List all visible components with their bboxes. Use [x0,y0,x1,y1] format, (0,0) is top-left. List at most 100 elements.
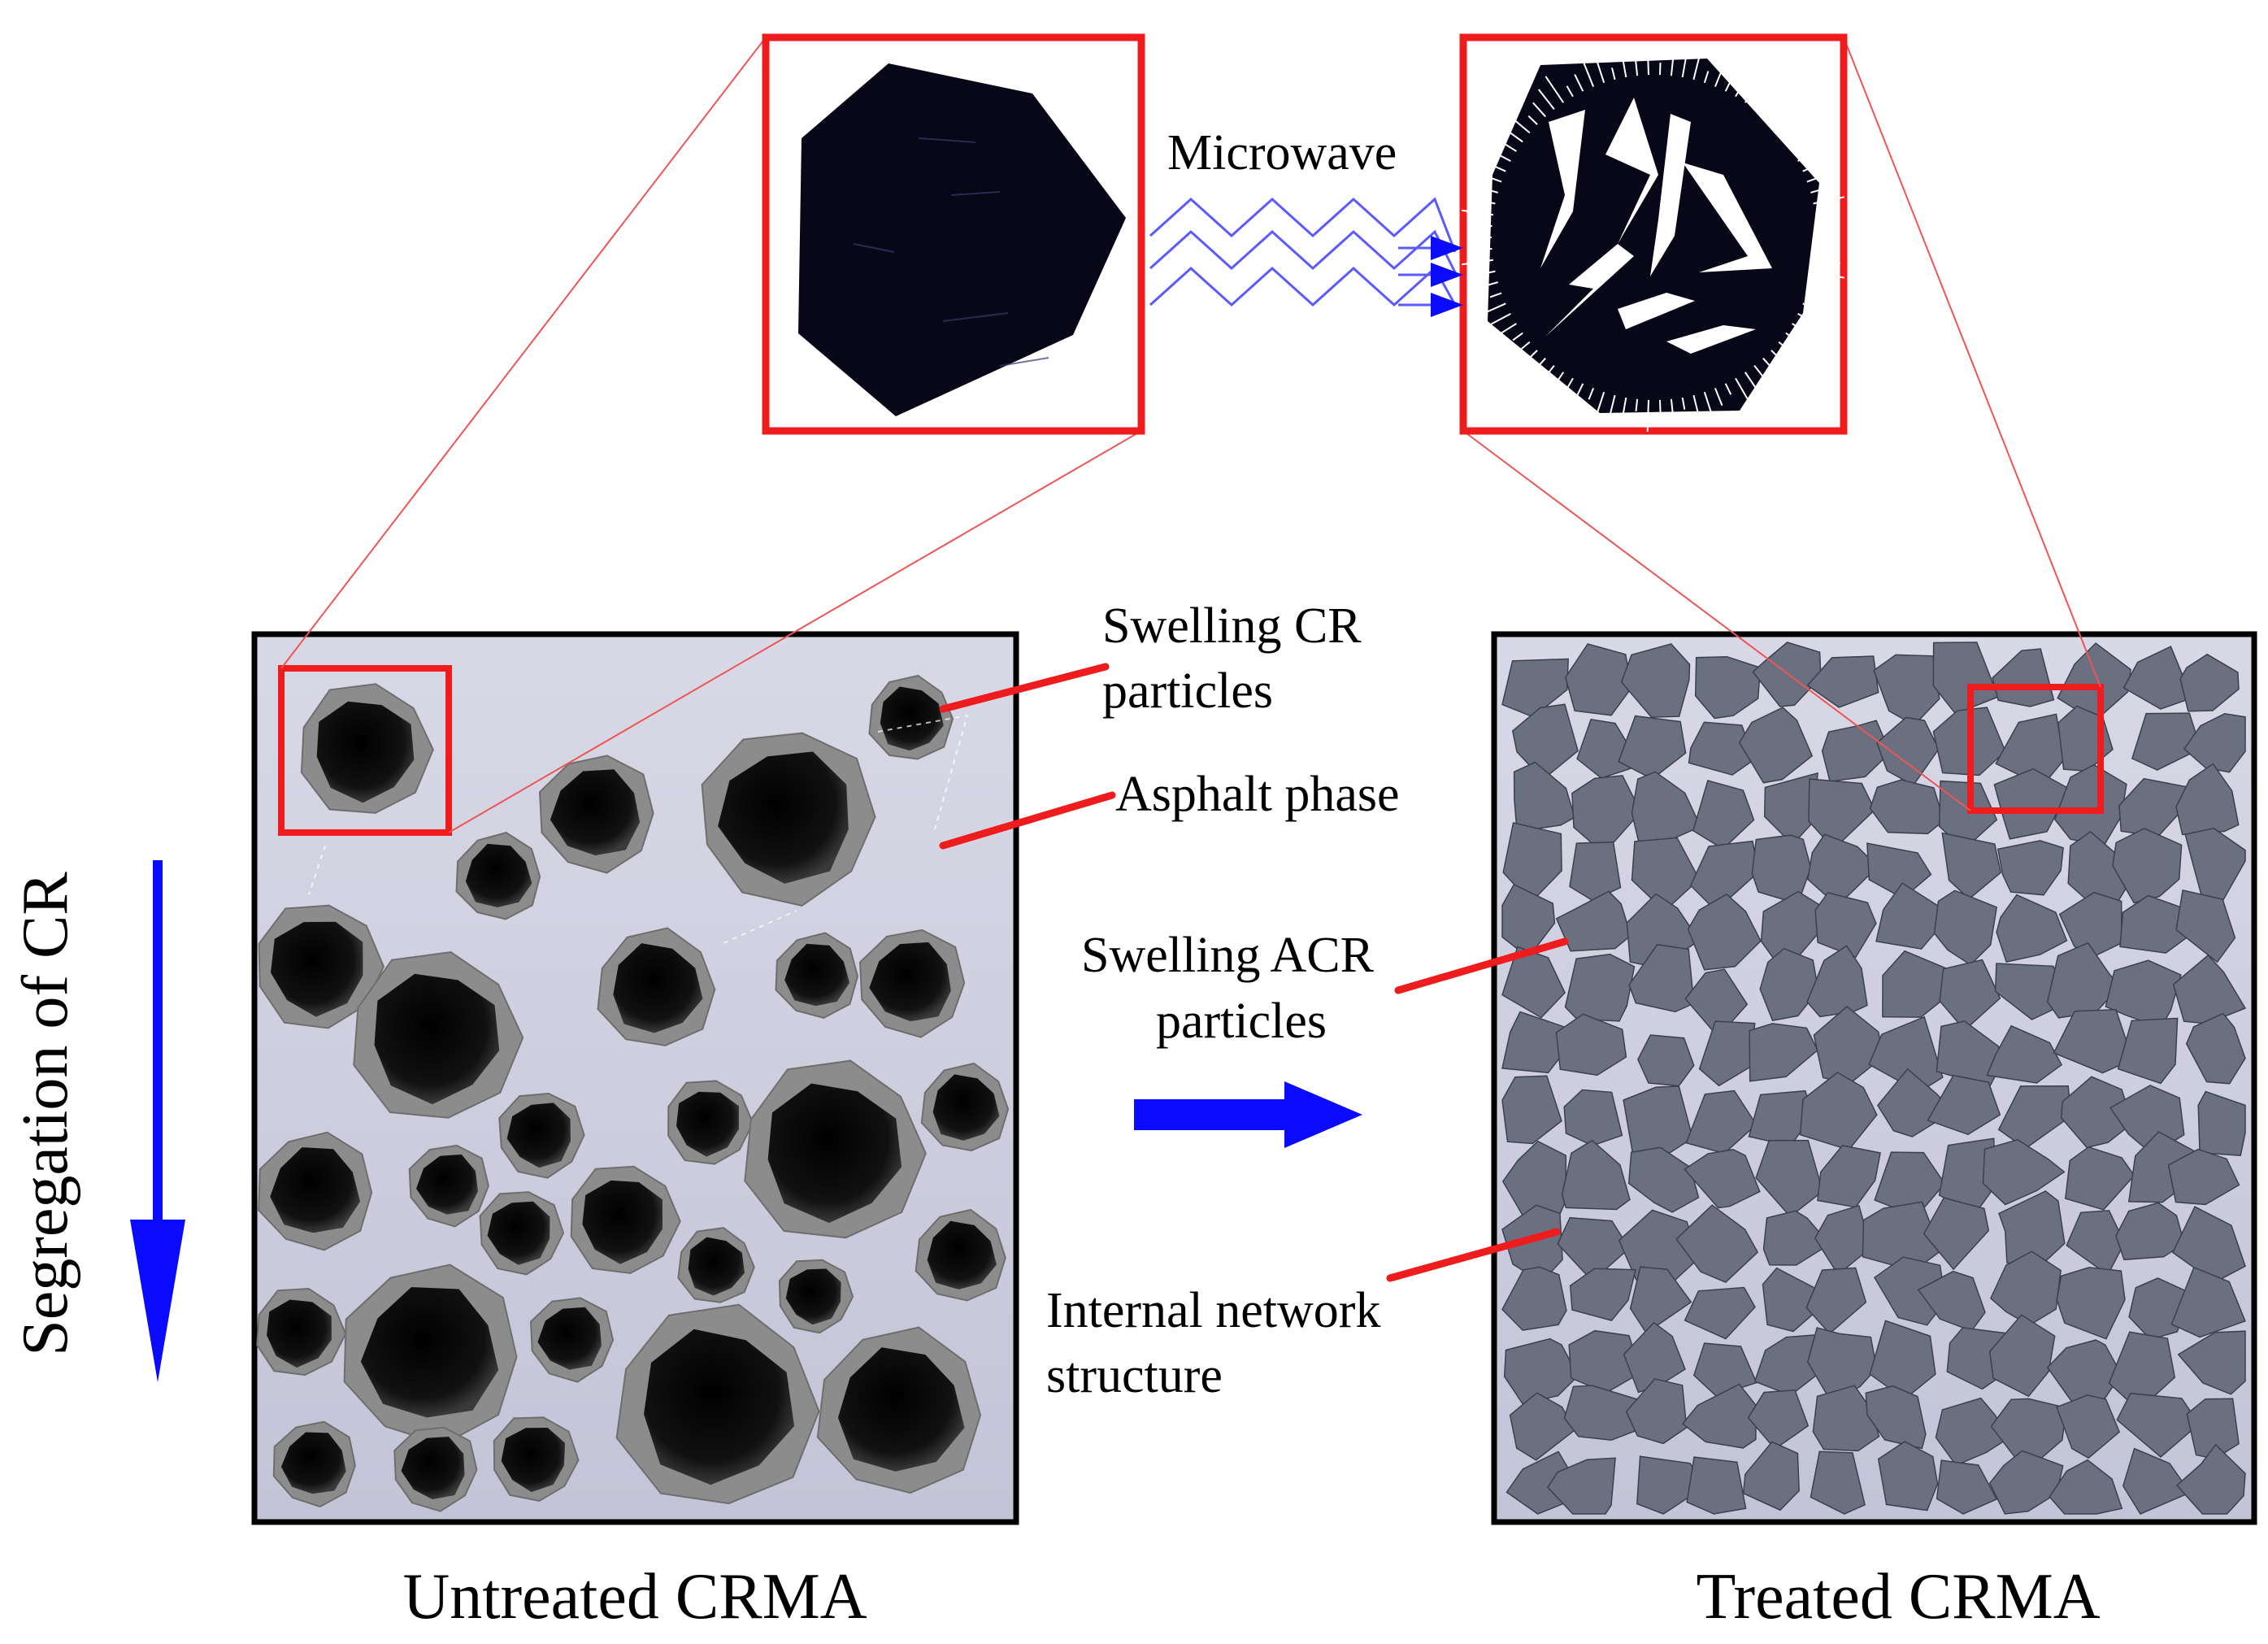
fiber-edge [1785,332,1801,345]
left-zoom-box [278,665,452,836]
fiber-edge [1608,394,1616,420]
acr-fragment [1625,1378,1688,1445]
swelling-acr-label-line1: Swelling ACR [1081,928,1375,983]
acr-fragment [1923,1197,1990,1271]
internal-network-label-line2: structure [1046,1348,1223,1403]
acr-fragment [2177,1330,2246,1395]
treated-acr-particle [1462,43,1845,432]
cr-core [267,1299,332,1368]
acr-fragment [1742,1441,1800,1511]
fiber-edge [1814,212,1828,216]
fiber-edge [1633,50,1639,76]
cr-core [644,1329,795,1485]
acr-fragment [1509,1392,1575,1461]
microwave-waves [1149,197,1457,307]
acr-fragment [1620,643,1691,718]
faint-network-lines [308,714,969,944]
untreated-caption: Untreated CRMA [402,1561,867,1633]
cr-core [360,1287,499,1418]
acr-fragment [1681,1383,1757,1449]
crack [1650,114,1691,276]
acr-fragment [1992,648,2055,707]
fiber-edge [1505,341,1531,363]
cr-core [688,1237,745,1296]
acr-fragment [1941,832,2002,900]
cr-core [316,701,415,803]
acr-fragment [1694,655,1762,720]
fiber-edge [1593,391,1605,423]
fiber-edge [1622,397,1627,416]
acr-fragment [1555,1013,1627,1076]
crack [1545,244,1634,337]
cr-core [869,942,951,1022]
fiber-edge [1476,302,1506,318]
fiber-edge [1483,200,1496,205]
fiber-edge [1489,292,1502,298]
fiber-edge [1466,223,1492,227]
fiber-edge [1545,76,1565,103]
fiber-edge [1499,154,1511,162]
acr-fragment [1759,947,1819,1021]
swelling-acr-fragments [1501,642,2247,1515]
fiber-edge [1532,357,1546,373]
acr-fragment [1564,953,1636,1022]
fiber-edge [1574,74,1584,92]
acr-fragment [1935,1397,2009,1467]
fiber-edge [1500,140,1517,152]
fiber-edge [1792,323,1803,331]
fiber-edge [1744,372,1761,394]
fiber-edge [1545,372,1565,399]
acr-fragment [1688,721,1755,776]
fiber-edge [1714,68,1723,87]
acr-fragment [1762,1210,1831,1266]
fiber-edge [1574,383,1584,401]
crack [1618,293,1695,329]
acr-fragment [1986,1024,2063,1084]
acr-fragment [2175,889,2236,963]
swelling-acr-label-line2: particles [1156,994,1327,1049]
fiber-edge [1810,185,1836,194]
acr-fragment [1684,1149,1761,1209]
fiber-edge [1593,52,1605,84]
crack [1605,98,1658,244]
fiber-edge [1462,259,1494,266]
fiber-edge [1744,92,1753,103]
acr-fragment [1738,707,1814,784]
acr-fragment [1988,1450,2064,1515]
cr-core [880,686,944,751]
fiber-edge [1797,313,1827,330]
acr-fragment [2060,1076,2133,1149]
acr-fragment [2185,1012,2246,1085]
acr-fragment [1762,1267,1828,1333]
acr-fragment [1933,889,1998,966]
acr-fragment [1569,841,1622,902]
cr-core [374,973,500,1105]
fiber-edge [1810,281,1823,287]
fiber-edge [1735,68,1753,98]
fiber-edge [1724,383,1732,395]
fiber-edge [1622,59,1627,78]
acr-fragment [1563,1385,1640,1441]
acr-fragment [2056,1394,2121,1459]
acr-fragment [2115,1202,2185,1261]
acr-fragment [1752,642,1822,707]
acr-fragment [1684,1286,1756,1340]
fiber-edge [1692,394,1702,427]
swelling-cr-label-line2: particles [1102,663,1273,719]
acr-fragment [2053,1009,2134,1074]
microwave-arrowheads [1431,236,1463,317]
fiber-edge [1646,399,1649,432]
fiber-edge [1583,63,1595,87]
acr-fragment [1685,1089,1757,1155]
cr-core [506,1103,571,1168]
fiber-edge [1778,124,1789,134]
cr-core [676,1091,739,1157]
crack [1540,110,1585,268]
acr-fragment [1996,840,2064,896]
treatment-arrow [1134,1081,1362,1148]
acr-fragment [1501,1266,1567,1331]
fiber-edge [1762,97,1781,118]
acr-fragment [1936,1459,1998,1515]
fiber-edge [1762,357,1772,368]
